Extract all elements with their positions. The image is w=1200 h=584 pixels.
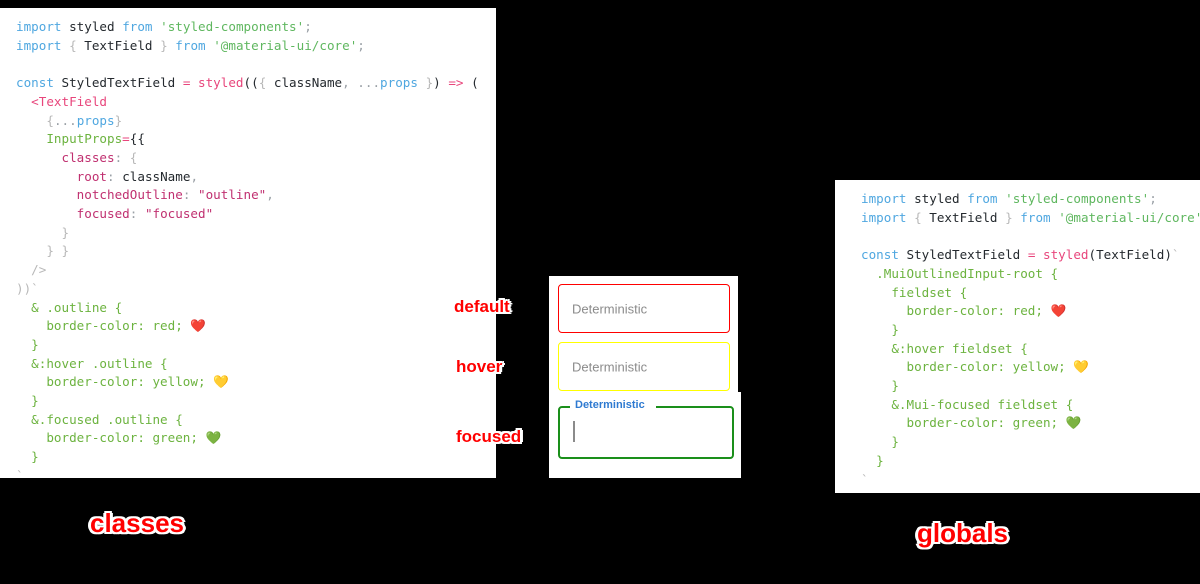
textfield-demo-group: Deterministic Deterministic Deterministi… (549, 276, 741, 478)
textfield-focused-label: Deterministic (573, 399, 647, 411)
annotation-default: default (454, 297, 510, 316)
textfield-default-label: Deterministic (572, 301, 648, 316)
caption-globals: globals (917, 518, 1009, 548)
code-panel-globals: import styled from 'styled-components'; … (835, 180, 1200, 493)
code-panel-classes: import styled from 'styled-components'; … (0, 8, 496, 478)
annotation-focused: focused (456, 427, 522, 446)
textfield-focused[interactable]: Deterministic (558, 399, 734, 459)
textfield-default[interactable]: Deterministic (558, 284, 730, 333)
code-block-classes: import styled from 'styled-components'; … (16, 19, 479, 478)
textfield-hover[interactable]: Deterministic (558, 342, 730, 391)
code-block-globals: import styled from 'styled-components'; … (861, 191, 1200, 493)
textfield-hover-label: Deterministic (572, 359, 648, 374)
annotation-hover: hover (456, 357, 503, 376)
caption-classes: classes (90, 508, 184, 538)
text-cursor (573, 421, 575, 442)
